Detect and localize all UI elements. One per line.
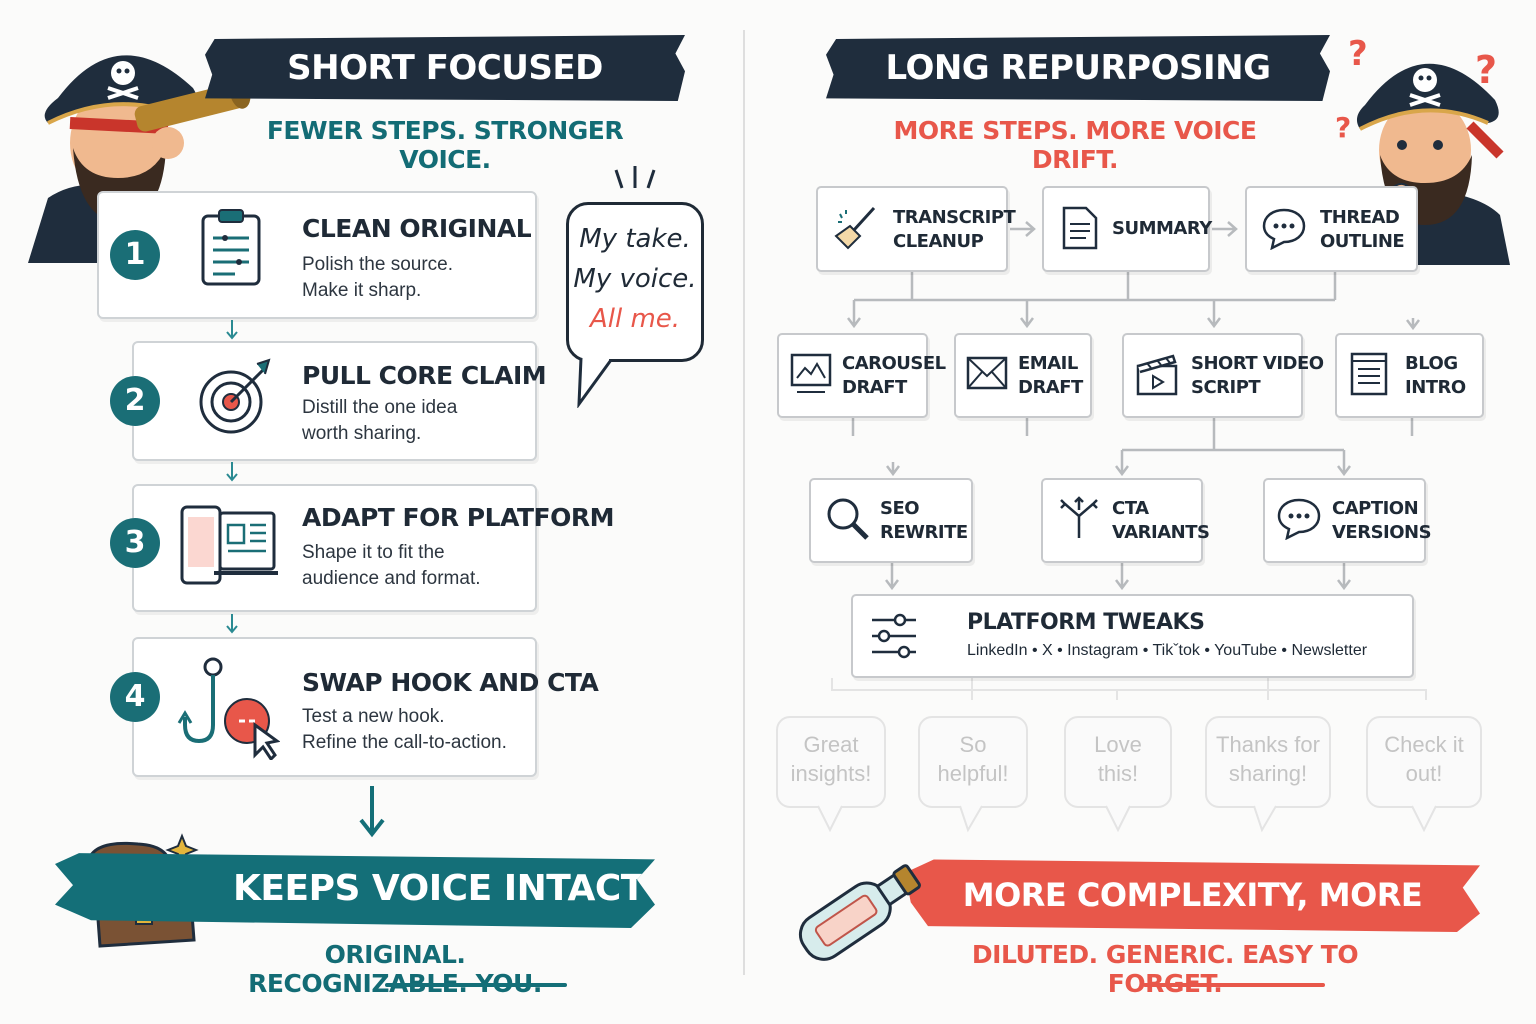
chain-box-transcript-cleanup: [816, 186, 1008, 272]
chain-box-label: TRANSCRIPT CLEANUP: [893, 207, 1016, 252]
chat-bubble-icon: [1277, 498, 1321, 540]
blog-page-icon: [1350, 352, 1388, 396]
speech-line: My take.: [579, 224, 691, 254]
speech-line-highlight: All me.: [589, 304, 681, 334]
chain-box-cta-variants: [1041, 478, 1203, 563]
generic-comment-bubble: Great insights!: [776, 716, 886, 808]
right-subtitle: MORE STEPS. MORE VOICE DRIFT.: [893, 116, 1257, 174]
arrow-down-icon: [226, 462, 238, 482]
sliders-icon: [872, 613, 916, 659]
platform-tweaks-title: PLATFORM TWEAKS: [967, 610, 1205, 635]
arrow-down-icon: [359, 786, 385, 838]
chain-box-label: SHORT VIDEO SCRIPT: [1191, 353, 1324, 398]
left-subtitle: FEWER STEPS. STRONGER VOICE.: [266, 116, 624, 174]
magnifier-icon: [827, 498, 869, 540]
devices-icon: [180, 505, 278, 585]
left-title-banner: SHORT FOCUSED WORKFLOW: [205, 35, 685, 101]
right-result-subtitle: DILUTED. GENERIC. EASY TO FORGET.: [971, 940, 1359, 998]
envelope-icon: [966, 356, 1008, 390]
step-number-3: 3: [110, 518, 160, 568]
step-number-4: 4: [110, 672, 160, 722]
step-card-clean-original: [97, 191, 537, 319]
right-title-banner: LONG REPURPOSING CHAIN: [826, 35, 1330, 101]
speech-line: My voice.: [573, 264, 697, 294]
generic-comment-bubble: Love this!: [1064, 716, 1172, 808]
underline-accent: [1143, 983, 1325, 987]
hook-icon: [177, 657, 280, 760]
chain-box-label: THREAD OUTLINE: [1320, 207, 1405, 252]
chain-box-label: EMAIL DRAFT: [1018, 353, 1083, 398]
clipboard-icon: [201, 209, 261, 286]
carousel-icon: [790, 353, 832, 393]
step-description: Test a new hook. Refine the call-to-acti…: [302, 706, 507, 753]
left-result-banner: KEEPS VOICE INTACT: [55, 853, 655, 928]
message-bottle-illustration: [798, 864, 921, 961]
chain-box-label: BLOG INTRO: [1405, 353, 1466, 398]
step-number-1: 1: [110, 230, 160, 280]
step-card-pull-core-claim: [132, 341, 537, 461]
document-icon: [1062, 206, 1098, 250]
arrow-down-icon: [226, 320, 238, 340]
chat-bubble-icon: [1262, 208, 1306, 250]
broom-icon: [834, 206, 876, 250]
generic-comment-bubble: Check it out!: [1366, 716, 1482, 808]
target-icon: [199, 358, 271, 434]
chain-box-label: CAPTION VERSIONS: [1332, 498, 1432, 543]
svg-text:?: ?: [1348, 34, 1368, 74]
split-arrows-icon: [1060, 496, 1098, 538]
chain-box-label: SEO REWRITE: [880, 498, 968, 543]
svg-text:?: ?: [1335, 111, 1351, 144]
step-description: Shape it to fit the audience and format.: [302, 542, 481, 589]
step-title: PULL CORE CLAIM: [302, 361, 547, 390]
step-description: Polish the source. Make it sharp.: [302, 254, 454, 301]
center-divider: [743, 30, 745, 975]
chain-box-label: CTA VARIANTS: [1112, 498, 1210, 543]
underline-accent: [385, 983, 567, 987]
speech-bubble: My take. My voice. All me.: [566, 202, 704, 362]
step-description: Distill the one idea worth sharing.: [302, 397, 458, 444]
chain-box-label: SUMMARY: [1112, 218, 1212, 239]
chain-box-label: CAROUSEL DRAFT: [842, 353, 946, 398]
emphasis-lines-icon: [614, 166, 656, 189]
step-title: SWAP HOOK AND CTA: [302, 668, 599, 697]
generic-comment-bubble: So helpful!: [918, 716, 1028, 808]
step-card-swap-hook-and-cta: [132, 637, 537, 777]
platform-list: LinkedIn • X • Instagram • Tikˇtok • You…: [967, 642, 1368, 659]
chain-connectors: [831, 221, 1427, 700]
right-result-banner: MORE COMPLEXITY, MORE VOICE DRIFT: [905, 859, 1480, 932]
generic-comment-bubble: Thanks for sharing!: [1205, 716, 1331, 808]
speech-tail: [577, 358, 613, 408]
step-title: ADAPT FOR PLATFORM: [302, 503, 614, 532]
chain-box-platform-tweaks: [851, 594, 1414, 678]
step-title: CLEAN ORIGINAL: [302, 214, 532, 243]
chain-box-thread-outline: [1245, 186, 1418, 272]
clapperboard-icon: [1136, 354, 1178, 396]
comment-bubble-tails: [817, 805, 1437, 833]
step-number-2: 2: [110, 376, 160, 426]
chain-box-short-video-script: [1122, 333, 1303, 418]
left-result-subtitle: ORIGINAL. RECOGNIZABLE. YOU.: [248, 940, 542, 998]
arrow-down-icon: [226, 614, 238, 634]
svg-text:?: ?: [1475, 48, 1497, 92]
